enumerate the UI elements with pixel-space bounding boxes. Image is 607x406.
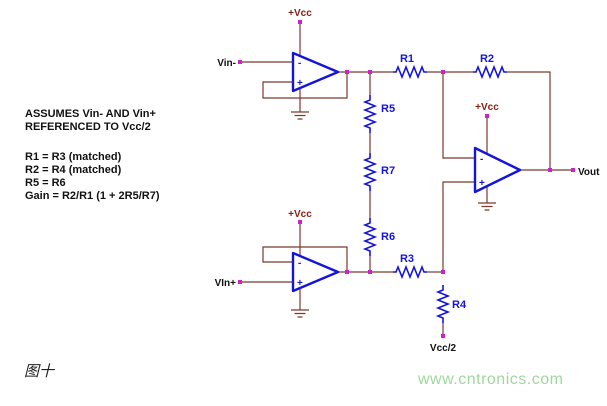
dot-feedback2 [345,270,349,274]
watermark-url: www.cntronics.com [418,371,564,388]
figure-caption: 图十 [24,362,55,380]
opamp-top-minus-icon: - [298,58,301,69]
dot-vcc-bot [298,220,302,224]
resistor-r7 [362,153,378,191]
assumptions-note: ASSUMES Vin- AND Vin+ REFERENCED TO Vcc/… [25,108,160,203]
note-line: ASSUMES Vin- AND Vin+ [25,108,156,120]
label-vcc-mid: +Vcc [475,102,499,113]
opamp-bottom-plus-icon: + [297,278,303,289]
label-vcc-top: +Vcc [288,8,312,19]
wire-oa1-feedback-loop [262,72,348,99]
ground-oa2-icon [291,288,309,318]
label-vin-minus: Vin- [217,58,236,69]
dot-r3-r4 [441,270,445,274]
note-line: R5 = R6 [25,177,66,189]
opamp-top-plus-icon: + [297,78,303,89]
dot-vin-plus [238,280,242,284]
wire-r2-out [507,71,551,170]
label-r3: R3 [400,253,414,265]
resistors [362,64,507,323]
resistor-r4 [435,285,451,323]
note-line: R2 = R4 (matched) [25,164,122,176]
dot-r6-bottom [368,270,372,274]
wire-node-oa3-noninv [442,181,475,272]
opamp-top [291,51,340,93]
note-line: Gain = R2/R1 (1 + 2R5/R7) [25,190,160,202]
circuit-labels: +Vcc +Vcc +Vcc Vin- VIn+ Vout Vcc/2 R1 R… [215,8,601,354]
wire-oa2-feedback-loop [262,246,348,272]
dot-vcchalf-terminal [441,334,445,338]
dot-vcc-mid [485,114,489,118]
label-r6: R6 [381,231,395,243]
label-r1: R1 [400,53,414,65]
dot-vin-minus [238,60,242,64]
label-r4: R4 [452,299,467,311]
label-vout: Vout [578,167,600,178]
resistor-r5 [362,95,378,133]
opamp-bottom [291,251,340,293]
dot-output-node [548,168,552,172]
dot-feedback1 [345,70,349,74]
wires [240,22,573,336]
label-r2: R2 [480,53,494,65]
label-vcc-bot: +Vcc [288,209,312,220]
dot-vout-terminal [571,168,575,172]
dot-r1-r2 [441,70,445,74]
label-r7: R7 [381,165,395,177]
label-r5: R5 [381,103,395,115]
ground-oa1-icon [291,88,309,120]
note-line: R1 = R3 (matched) [25,151,122,163]
label-vin-plus: VIn+ [215,278,237,289]
opamp-bottom-minus-icon: - [298,258,301,269]
opamps: - + - + - + [291,51,522,293]
resistor-r6 [362,218,378,256]
dot-r5-top [368,70,372,74]
opamp-output-plus-icon: + [479,178,485,189]
ground-oa3-icon [478,186,496,211]
resistor-r3 [393,264,427,280]
label-vcc-half: Vcc/2 [430,343,457,354]
wire-node-oa3-inv [442,72,475,159]
note-line: REFERENCED TO Vcc/2 [25,121,151,133]
junction-dots [238,20,575,338]
resistor-r1 [393,64,427,80]
dot-vcc-top [298,20,302,24]
ground-symbols [291,88,496,318]
opamp-output-minus-icon: - [480,154,483,165]
resistor-r2 [473,64,507,80]
opamp-output [473,146,522,194]
